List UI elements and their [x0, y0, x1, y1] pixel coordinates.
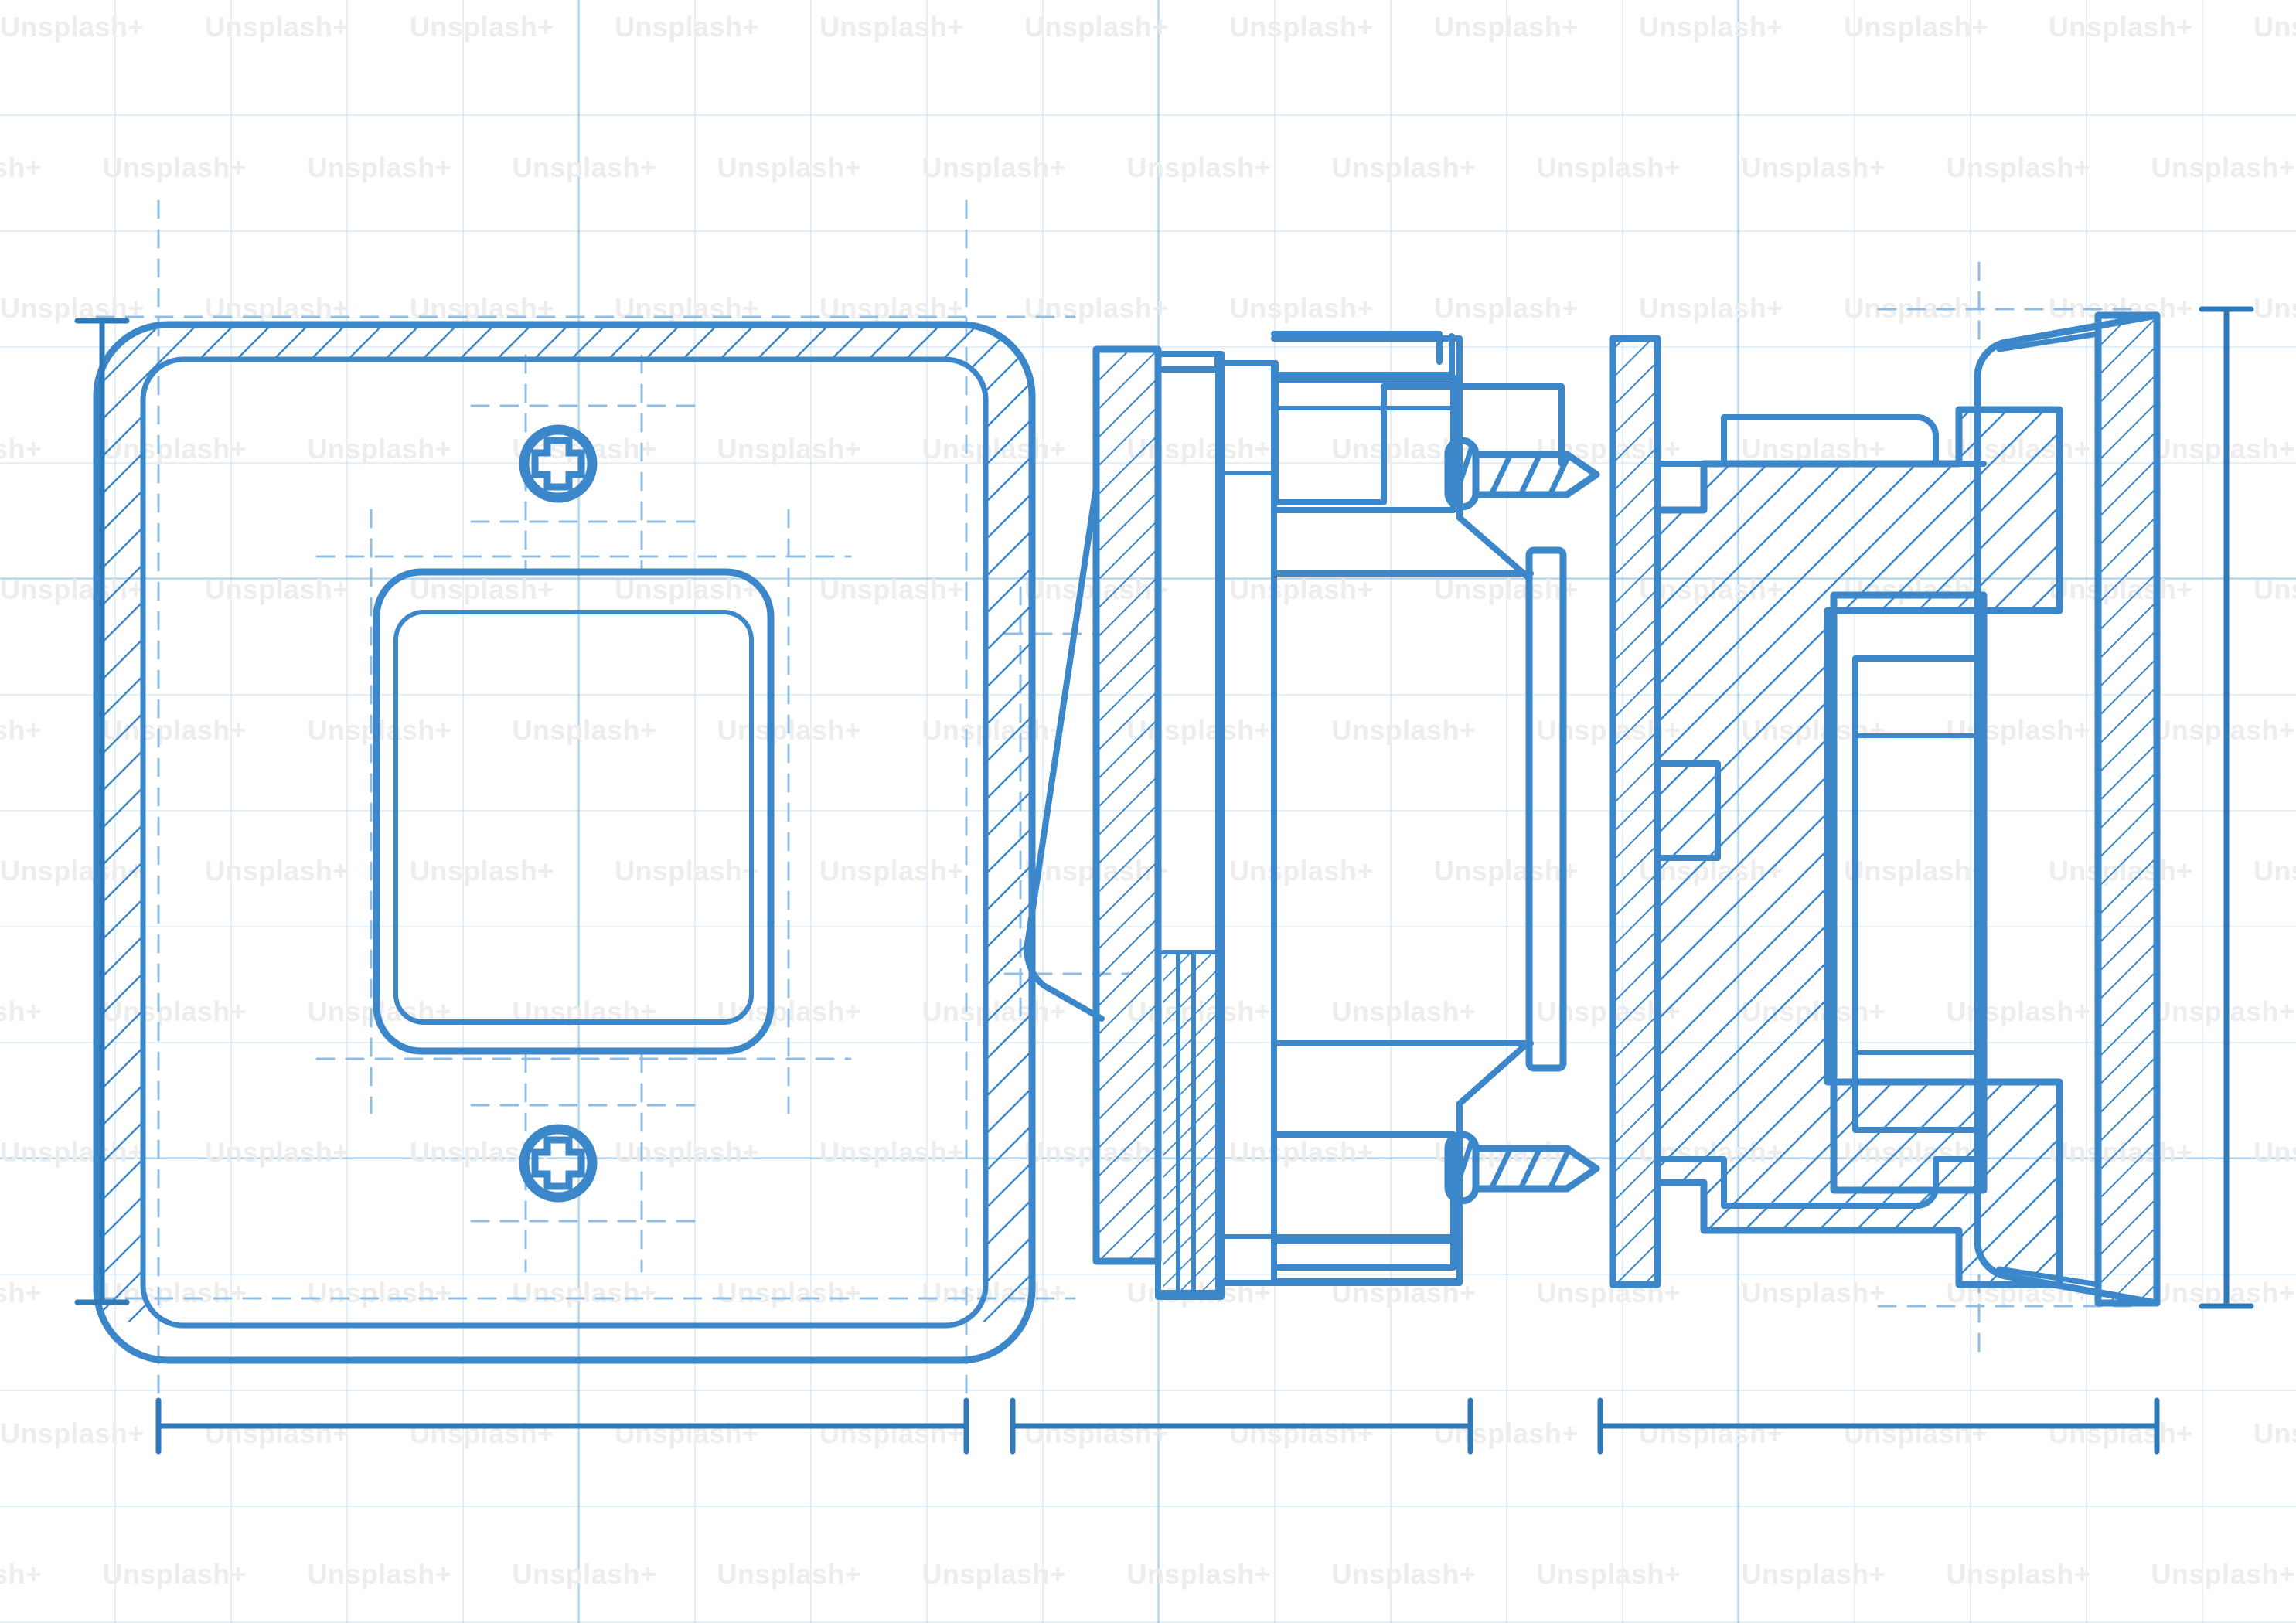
faceplate-inner-edge [140, 356, 989, 1329]
wallbox-inner-edge [1996, 331, 2101, 1288]
bracket-cavity-inner [1853, 733, 1986, 1055]
bracket-plate-hatch [1609, 335, 1661, 1288]
mechanism-octagonal-bottom [1271, 1039, 1532, 1286]
mechanism-inner-hatch [1160, 950, 1222, 1295]
centerline-group [95, 199, 2135, 1416]
bracket-upper-arm [1654, 414, 1939, 467]
rocker-button-inner [393, 610, 754, 1024]
dim-width-mechanism [1010, 1397, 1473, 1455]
phillips-screw-icon-bottom[interactable] [519, 1124, 598, 1203]
bracket-body-hatch [1654, 406, 2063, 1288]
mechanism-octagonal-face [1271, 570, 1534, 1046]
wallbox-flare-bottom [1974, 1210, 2161, 1307]
faceplate-section-hatch [97, 325, 1032, 1322]
bracket-notch [1654, 760, 1721, 861]
phillips-screw-icon-top[interactable] [519, 424, 598, 503]
dimension-lines [74, 306, 2254, 1455]
wallbox-flare-top [1974, 311, 2161, 409]
mechanism-mid-column [1218, 360, 1277, 1286]
part-wall-box-flange[interactable] [1974, 311, 2161, 1307]
mechanism-retaining-tab [1024, 484, 1105, 1022]
mechanism-lower-block [1271, 1131, 1456, 1271]
mechanism-flange-hatch [1092, 345, 1162, 1265]
bracket-cavity-mid [1852, 655, 1987, 1133]
mechanism-octagonal-top [1271, 335, 1532, 581]
threaded-screw-icon-lower[interactable] [1444, 1131, 1600, 1205]
part-rocker-button[interactable] [373, 568, 775, 1055]
rocker-button-lip [393, 960, 754, 1025]
threaded-screw-icon-upper[interactable] [1444, 437, 1600, 511]
faceplate-outer-edge [93, 321, 1036, 1364]
part-spacer-pin[interactable] [1525, 546, 1567, 1072]
part-mounting-bracket[interactable] [1609, 335, 2063, 1288]
mechanism-octagonal-body [1271, 339, 1532, 1284]
dim-height-left [74, 318, 130, 1305]
mechanism-upper-block [1271, 374, 1456, 513]
part-switch-mechanism[interactable] [1024, 331, 1565, 1300]
wallbox-plate-hatch [2094, 311, 2161, 1307]
mechanism-upper-shoulder [1271, 333, 1455, 378]
rocker-button-outer [373, 568, 775, 1055]
dim-height-right [2199, 306, 2254, 1309]
dim-width-wallbox [1597, 1397, 2160, 1455]
mechanism-top-flange [1271, 331, 1443, 365]
dim-width-faceplate [155, 1397, 969, 1455]
